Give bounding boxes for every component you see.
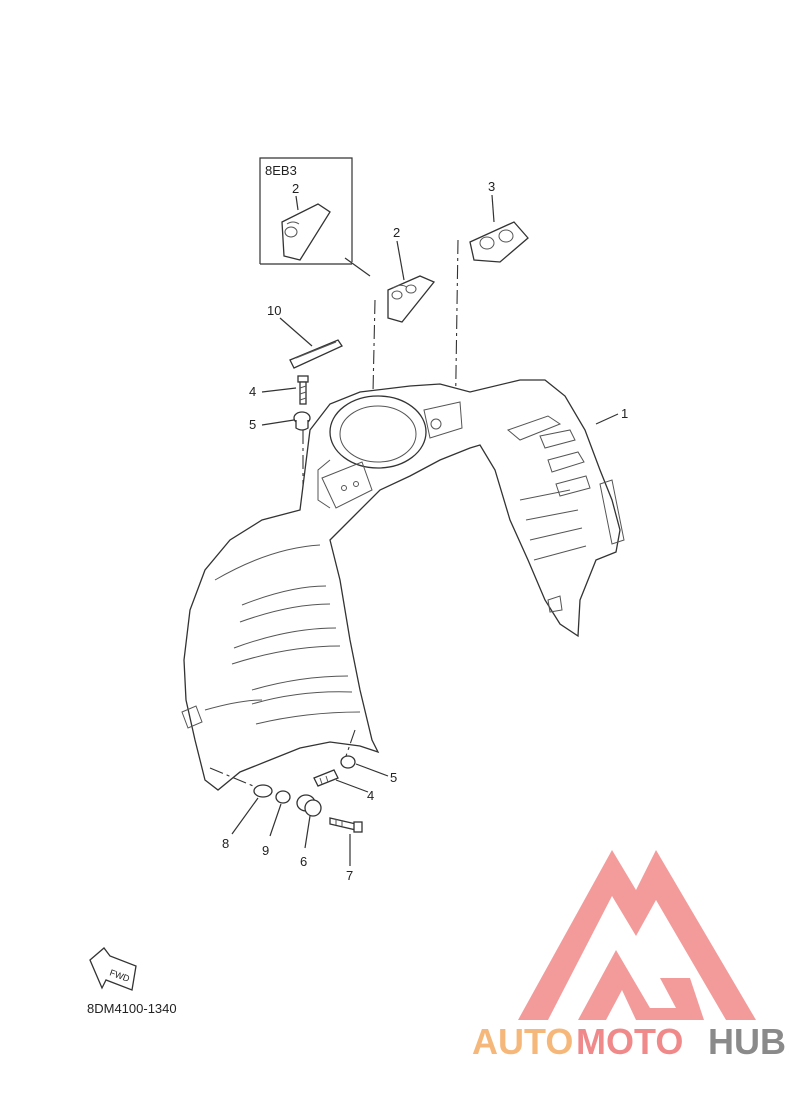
inset-box: 8EB3 2 [259,157,371,277]
part-3-plate: 3 [469,179,529,263]
callout-10: 10 [267,303,281,318]
callout-4-top: 4 [249,384,256,399]
callout-2: 2 [393,225,400,240]
callout-6: 6 [300,854,307,869]
automotohub-logo-icon [518,850,756,1020]
wordmark-moto: MOTO [576,1021,683,1062]
fwd-arrow-icon: FWD [89,947,137,991]
automotohub-wordmark: AUTO MOTO HUB [472,1021,786,1062]
part-2-bracket: 2 [387,225,436,323]
callout-7: 7 [346,868,353,883]
callout-9: 9 [262,843,269,858]
callout-5-top: 5 [249,417,256,432]
callout-8: 8 [222,836,229,851]
bottom-fasteners: 5 4 8 9 6 7 [209,729,397,883]
callout-3: 3 [488,179,495,194]
callout-1: 1 [621,406,628,421]
top-fasteners: 4 5 [249,375,311,500]
callout-2-inset: 2 [292,181,299,196]
inset-label: 8EB3 [265,163,297,178]
bracket-plate-inset [281,203,331,261]
wordmark-auto: AUTO [472,1021,573,1062]
callout-4-bottom: 4 [367,788,374,803]
callout-5-bottom: 5 [390,770,397,785]
part-10-pad: 10 [267,303,343,369]
drawing-code: 8DM4100-1340 [87,1001,177,1016]
wordmark-hub: HUB [708,1021,786,1062]
part-1-front-cover: 1 [181,379,628,791]
